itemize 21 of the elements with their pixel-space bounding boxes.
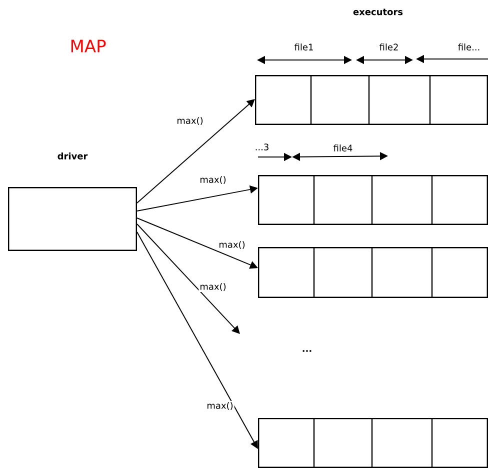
arrow (136, 99, 255, 204)
dimension-label: file4 (333, 144, 352, 152)
dimension-label: ...3 (256, 144, 268, 150)
arrow (136, 224, 240, 334)
edge-label: max() (198, 174, 228, 185)
executor-row (258, 175, 488, 225)
heading: executors (353, 8, 403, 16)
driver-box: driver (8, 152, 137, 251)
executor-row (258, 418, 488, 468)
executor-row (255, 75, 488, 125)
ellipsis: ... (302, 350, 312, 352)
executor-row (258, 247, 488, 298)
dimension-label: file... (458, 44, 480, 50)
edge-label: max() (206, 400, 234, 411)
dimension-label: file2 (379, 44, 398, 50)
edge-label: max() (176, 116, 204, 126)
dimension-label: file1 (294, 44, 313, 50)
edge-label: max() (218, 240, 246, 250)
edge-label: max() (198, 282, 228, 292)
node-label: driver (58, 152, 88, 160)
title: MAP (71, 40, 106, 52)
